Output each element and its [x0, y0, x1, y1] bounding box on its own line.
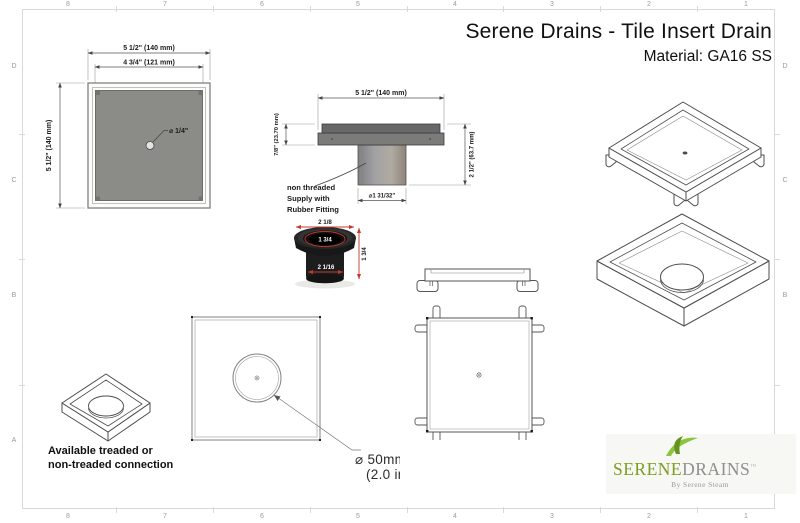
grid-col-label: 1: [744, 513, 748, 520]
grid-row-label: C: [782, 177, 788, 184]
brand-tagline: By Serene Steam: [671, 480, 729, 489]
border-tick: [310, 6, 311, 12]
bottom-view-drawing: ⌀ 50mm (2.0 in): [191, 316, 400, 482]
border-tick: [19, 134, 25, 135]
fitting-dim-opening: 1 3/4: [318, 238, 332, 244]
side-view-drawing: 5 1/2" (140 mm) 7/8" (23.70 mm) 2 1/2" (…: [274, 90, 476, 214]
note-line: non threaded: [287, 183, 335, 192]
grid-row-label: A: [11, 437, 17, 444]
grid-col-label: 3: [550, 513, 554, 520]
material-spec: Material: GA16 SS: [643, 48, 772, 65]
dim-width: 5 1/2" (140 mm): [355, 90, 407, 97]
grid-col-label: 6: [260, 1, 264, 8]
dim-total-height: 2 1/2" (63.7 mm): [470, 132, 476, 178]
center-hole: [145, 141, 155, 150]
border-tick: [116, 6, 117, 12]
border-tick: [503, 6, 504, 12]
border-tick: [600, 6, 601, 12]
connection-note-line1: Available treaded or: [48, 445, 153, 457]
border-tick: [19, 259, 25, 260]
brand-name-drains: DRAINS: [682, 459, 751, 479]
grid-col-label: 4: [453, 1, 457, 8]
connection-note: Available treaded or non-treaded connect…: [48, 445, 173, 472]
grid-col-label: 8: [66, 1, 70, 8]
grid-col-label: 1: [744, 1, 748, 8]
flange-upper: [321, 123, 441, 134]
rubber-fitting-photo: 2 1/8 1 3/4 2 1/16 1 3/4: [294, 219, 368, 289]
fitting-dim-side: 1 3/4: [362, 247, 368, 261]
grid-row-label: B: [11, 292, 17, 299]
hole-dia-in: (2.0 in): [366, 467, 400, 482]
leaf-icon: [666, 436, 698, 456]
grid-col-label: 5: [356, 513, 360, 520]
grid-col-label: 5: [356, 1, 360, 8]
grid-col-label: 3: [550, 1, 554, 8]
connection-isometric-drawing: [61, 373, 151, 442]
top-view-drawing: ⌀ 1/4" 5 1/2" (140 mm) 4 3/4" (121 mm) 5…: [46, 45, 211, 209]
sheet-title: Serene Drains - Tile Insert Drain: [465, 20, 772, 43]
note-line: Supply with: [287, 194, 330, 203]
dim-flange-height: 7/8" (23.70 mm): [274, 113, 280, 156]
grid-col-label: 7: [163, 1, 167, 8]
outlet-pipe: [357, 144, 407, 186]
border-tick: [213, 6, 214, 12]
border-tick: [116, 507, 117, 513]
brand-name-serene: SERENE: [613, 459, 683, 479]
border-tick: [310, 507, 311, 513]
border-tick: [697, 507, 698, 513]
border-tick: [774, 134, 780, 135]
grid-col-label: 7: [163, 513, 167, 520]
dim-outer-width: 5 1/2" (140 mm): [123, 45, 175, 52]
brand-name: SERENEDRAINS™: [613, 459, 757, 480]
hole-dia-mm: ⌀ 50mm: [355, 452, 400, 467]
border-tick: [407, 507, 408, 513]
grid-col-label: 6: [260, 513, 264, 520]
border-tick: [503, 507, 504, 513]
dim-height: 5 1/2" (140 mm): [46, 120, 53, 172]
connection-note-line2: non-treaded connection: [48, 458, 174, 471]
grid-row-label: C: [11, 177, 17, 184]
trademark-symbol: ™: [750, 464, 757, 471]
grid-row-label: D: [782, 63, 788, 70]
grid-col-label: 4: [453, 513, 457, 520]
frame-views-drawing: [414, 268, 545, 440]
dim-outlet: ⌀1 31/32": [369, 194, 396, 200]
border-tick: [213, 507, 214, 513]
grid-col-label: 2: [647, 1, 651, 8]
border-tick: [774, 385, 780, 386]
fitting-dim-body: 2 1/16: [318, 265, 335, 271]
flange-lower: [317, 132, 445, 146]
border-tick: [697, 6, 698, 12]
border-tick: [19, 385, 25, 386]
dim-hole-label: ⌀ 1/4": [169, 128, 188, 135]
grid-row-label: B: [782, 292, 788, 299]
border-tick: [407, 6, 408, 12]
dim-inner-width: 4 3/4" (121 mm): [123, 60, 175, 67]
grid-row-label: D: [11, 63, 17, 70]
brand-logo: SERENEDRAINS™ By Serene Steam: [606, 434, 796, 494]
note-line: Rubber Fitting: [287, 205, 339, 214]
border-tick: [774, 259, 780, 260]
fitting-dim-top: 2 1/8: [318, 219, 332, 226]
isometric-views-drawing: [596, 101, 770, 327]
grid-col-label: 2: [647, 513, 651, 520]
border-tick: [600, 507, 601, 513]
grid-col-label: 8: [66, 513, 70, 520]
